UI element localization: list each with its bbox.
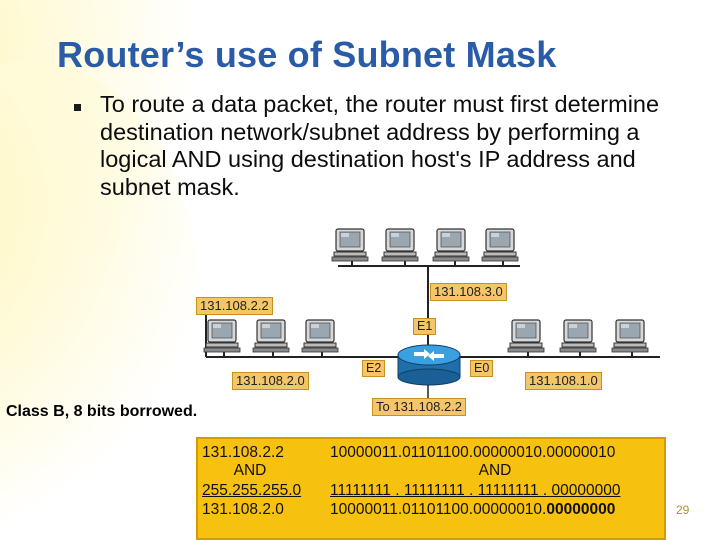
class-b-note: Class B, 8 bits borrowed. [6, 403, 198, 420]
result-binary-prefix: 10000011.01101100.00000010. [330, 501, 547, 518]
workstation-icon [381, 228, 419, 262]
mask-binary: 11111111 . 11111111 . 11111111 . 0000000… [330, 482, 621, 499]
workstation-icon [559, 319, 597, 353]
packet-destination-label: To 131.108.2.2 [372, 398, 467, 416]
and-right: AND [478, 462, 512, 479]
result-binary: 10000011.01101100.00000010.00000000 [330, 501, 615, 519]
ip-binary: 10000011.01101100.00000010.00000010 [330, 444, 616, 461]
bullet-text: To route a data packet, the router must … [100, 91, 660, 200]
router-icon [397, 344, 461, 386]
workstation-icon [507, 319, 545, 353]
interface-e0-label: E0 [470, 360, 494, 377]
workstation-icon [432, 228, 470, 262]
result-binary-host-bits: 00000000 [546, 501, 616, 518]
and-left: AND [233, 462, 267, 479]
host-address-label: 131.108.2.2 [196, 297, 273, 315]
bullet-square-icon [74, 104, 81, 111]
result-decimal: 131.108.2.0 [202, 501, 284, 518]
workstation-icon [331, 228, 369, 262]
calc-row-and: AND AND [198, 462, 668, 480]
slide-title: Router’s use of Subnet Mask [57, 34, 557, 75]
ip-decimal: 131.108.2.2 [202, 444, 284, 461]
right-segment [458, 319, 660, 358]
and-calculation-box: 131.108.2.2 10000011.01101100.00000010.0… [196, 437, 666, 540]
mask-decimal: 255.255.255.0 [202, 482, 302, 499]
workstation-icon [301, 319, 339, 353]
network-top-label: 131.108.3.0 [430, 283, 507, 301]
left-segment [203, 310, 400, 358]
calc-row-ip: 131.108.2.2 10000011.01101100.00000010.0… [198, 444, 668, 462]
workstation-icon [252, 319, 290, 353]
network-right-label: 131.108.1.0 [525, 372, 602, 390]
interface-e2-label: E2 [362, 360, 386, 377]
workstation-icon [481, 228, 519, 262]
page-number: 29 [676, 503, 690, 517]
workstation-icon [203, 319, 241, 353]
interface-e1-label: E1 [413, 318, 437, 335]
network-left-label: 131.108.2.0 [232, 372, 309, 390]
workstation-icon [611, 319, 649, 353]
calc-row-mask: 255.255.255.0 11111111 . 11111111 . 1111… [198, 482, 668, 500]
calc-row-result: 131.108.2.0 10000011.01101100.00000010.0… [198, 501, 668, 519]
